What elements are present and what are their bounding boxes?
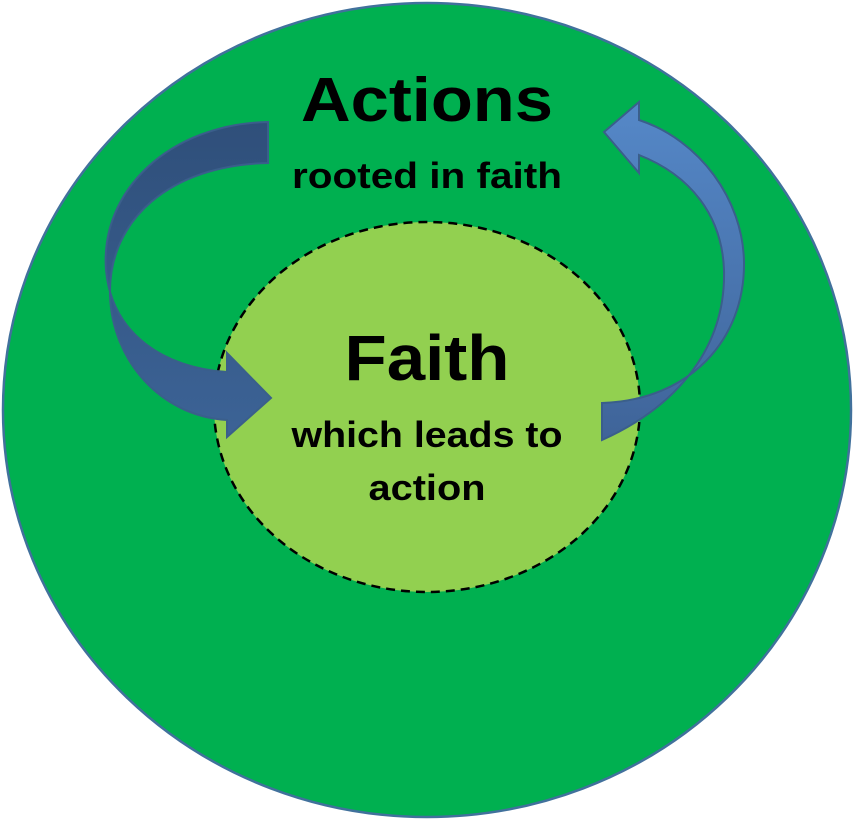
- faith-subtitle-line2: action: [369, 467, 486, 508]
- arrow-faith-to-actions-icon: [601, 99, 746, 442]
- faith-title: Faith: [345, 322, 510, 394]
- actions-title: Actions: [301, 66, 553, 135]
- actions-subtitle: rooted in faith: [292, 155, 562, 196]
- arrow-actions-to-faith-icon: [104, 120, 273, 440]
- inner-circle-faith: [212, 220, 642, 594]
- faith-subtitle-line1: which leads to: [290, 414, 562, 455]
